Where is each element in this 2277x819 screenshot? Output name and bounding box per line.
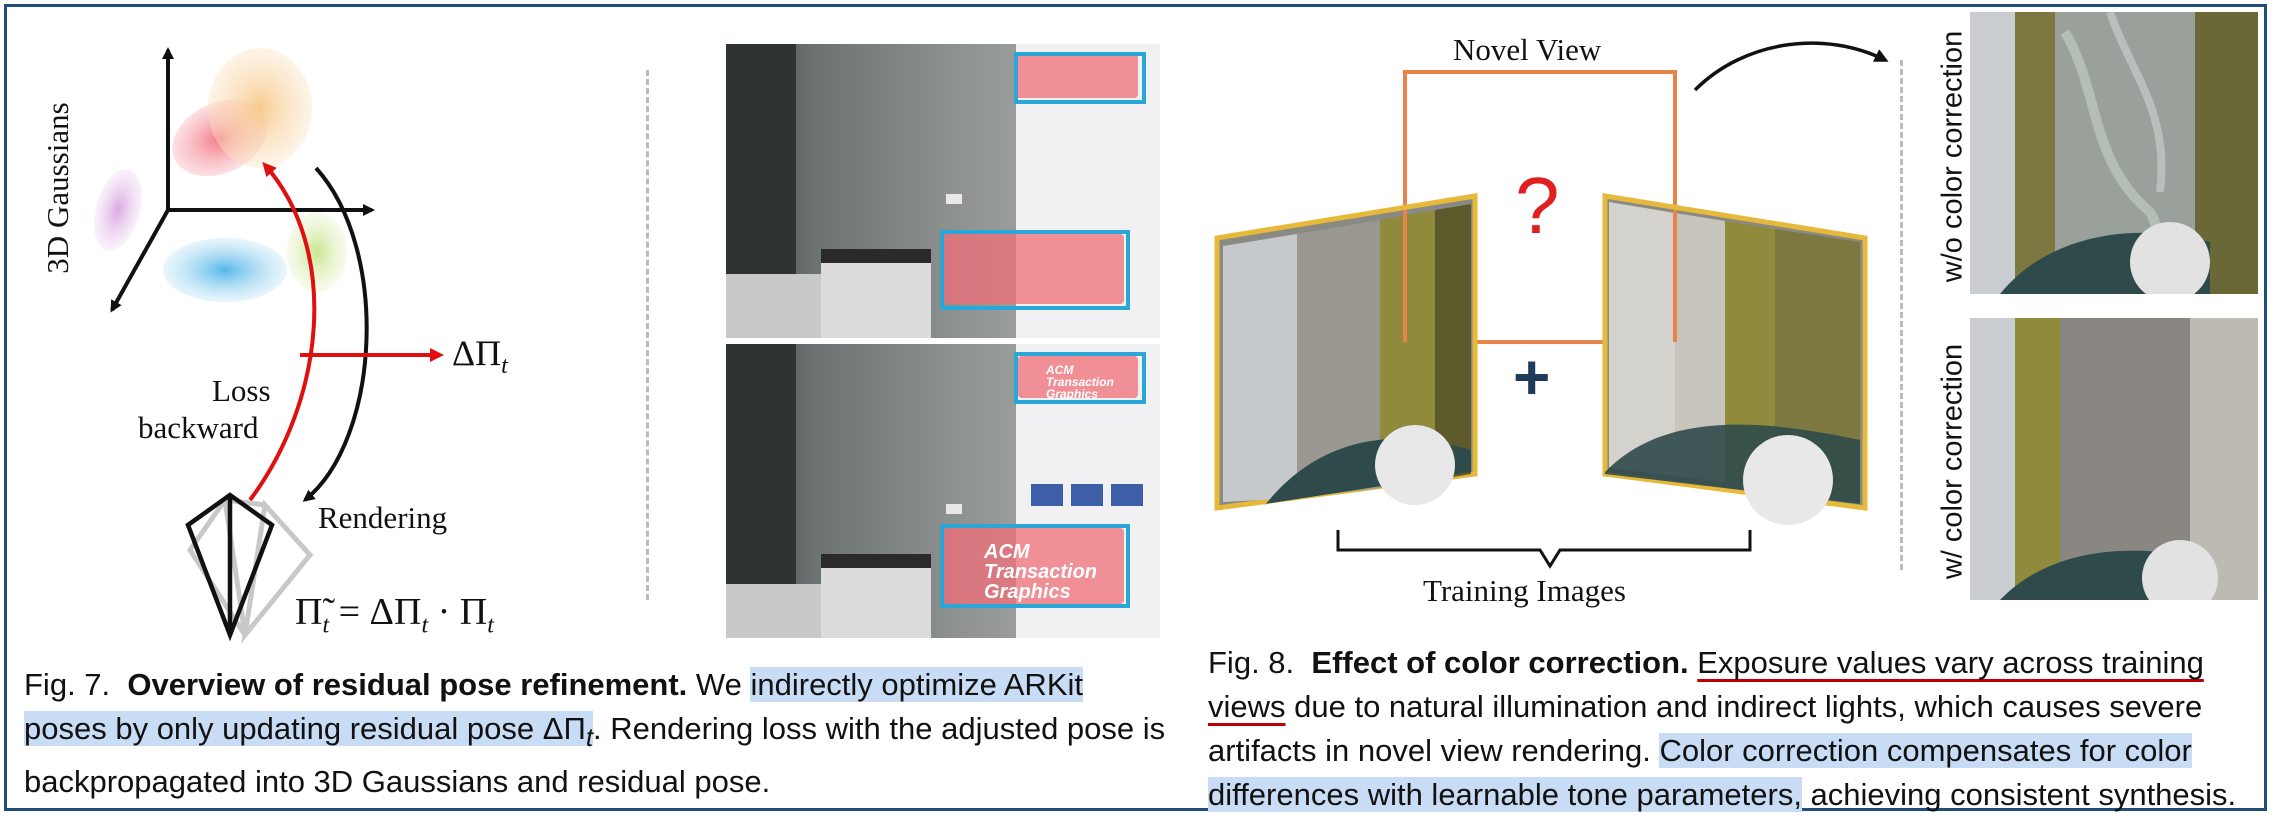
- training-image-left: [1214, 193, 1478, 511]
- sign-bottom-large-text: ACM Transaction Graphics: [984, 541, 1097, 603]
- delta-pi-label: ΔΠt: [452, 332, 508, 380]
- sign-bottom-large: ACM Transaction Graphics: [944, 528, 1124, 604]
- figure-frame: [4, 4, 2267, 811]
- fig7-diagram: 3D Gaussians Loss backward Rendering ΔΠt…: [20, 20, 640, 650]
- sign-bottom-small: ACM Transaction Graphics: [1018, 356, 1138, 401]
- fig8-caption-t1: due to natural illumination and indirect…: [1208, 689, 2203, 768]
- rendering-arrow: [302, 166, 369, 502]
- fig7-caption-hl-text: indirectly optimize ARKit poses by only …: [24, 667, 1083, 746]
- fig8-caption-underline: Exposure values vary across training vie…: [1208, 645, 2204, 724]
- loss-backward-arrow: [248, 161, 317, 502]
- result-w-color: [1970, 318, 2258, 600]
- w-color-label: w/ color correction: [1936, 343, 1969, 580]
- eq-dot: · Π: [428, 591, 488, 633]
- question-mark: ?: [1515, 161, 1560, 250]
- fig8-caption: Fig. 8. Effect of color correction. Expo…: [1208, 641, 2258, 817]
- eq-lhs-sub: t: [322, 612, 330, 639]
- eq-rhs-sub: t: [487, 612, 494, 639]
- novel-view-label: Novel View: [1453, 32, 1602, 67]
- training-image-right: [1602, 193, 1868, 525]
- eq-mid: = ΔΠ: [329, 591, 422, 633]
- gaussian-orange: [208, 48, 312, 168]
- delta-pi-sub: t: [501, 353, 508, 380]
- fig7-caption-t1: We: [687, 667, 751, 702]
- gaussian-green: [287, 212, 347, 292]
- annot-box-bottom-small: [1014, 352, 1146, 404]
- sign-bottom-small-text: ACM Transaction Graphics: [1046, 363, 1114, 401]
- fig7-caption-prefix: Fig. 7.: [24, 667, 111, 702]
- wo-color-label: w/o color correction: [1936, 30, 1969, 283]
- result-wo-color: [1970, 12, 2258, 294]
- camera-frustum-gray: [186, 493, 314, 644]
- eq-lhs: Π̃: [295, 591, 323, 633]
- result-wo-svg: [1970, 12, 2258, 294]
- annot-box-top-large: [940, 230, 1130, 310]
- gaussian-purple: [94, 169, 142, 251]
- fig7-photo-top: [726, 44, 1160, 338]
- loss-label-line1: Loss: [212, 373, 271, 408]
- fig8-caption-prefix: Fig. 8.: [1208, 645, 1295, 680]
- fig7-divider: [646, 70, 649, 600]
- result-w-svg: [1970, 318, 2258, 600]
- delta-pi-text: ΔΠ: [452, 333, 502, 373]
- fig7-diagram-svg: [94, 47, 444, 644]
- training-bracket: [1336, 530, 1752, 569]
- fig7-photo-bottom: ACM Transaction Graphics ACM Transaction…: [726, 344, 1160, 638]
- fig7-caption: Fig. 7. Overview of residual pose refine…: [24, 663, 1174, 804]
- pose-equation: Π̃t = ΔΠt · Πt: [295, 590, 494, 640]
- camera-frustum-black: [185, 492, 275, 642]
- gaussian-blue: [163, 238, 287, 302]
- eq-mid-sub: t: [421, 612, 429, 639]
- blob-top-large: [944, 234, 1124, 304]
- blob-top-small: [1014, 54, 1138, 98]
- rendering-label: Rendering: [318, 500, 448, 535]
- axis-z: [110, 209, 170, 313]
- fig7-caption-t2: . Rendering loss with the adjusted pose …: [24, 711, 1166, 800]
- annot-box-bottom-large: [940, 524, 1130, 608]
- gaussians-label: 3D Gaussians: [40, 102, 75, 274]
- annot-box-top-small: [1014, 52, 1146, 104]
- fig8-diagram: Novel View ? + Training Images: [1205, 10, 1895, 640]
- fig8-caption-t2: achieving consistent synthesis.: [1801, 777, 2237, 812]
- fig8-divider: [1900, 60, 1903, 570]
- fig7-caption-title: Overview of residual pose refinement.: [127, 667, 688, 702]
- loss-label-line2: backward: [138, 410, 259, 445]
- fig8-diagram-svg: [1214, 41, 1889, 569]
- novel-to-result-arrow: [1693, 41, 1889, 92]
- plus-sign: +: [1513, 341, 1551, 413]
- fig7-caption-hl-sub: t: [585, 724, 594, 753]
- training-images-label: Training Images: [1423, 573, 1626, 608]
- fig8-caption-title: Effect of color correction.: [1311, 645, 1689, 680]
